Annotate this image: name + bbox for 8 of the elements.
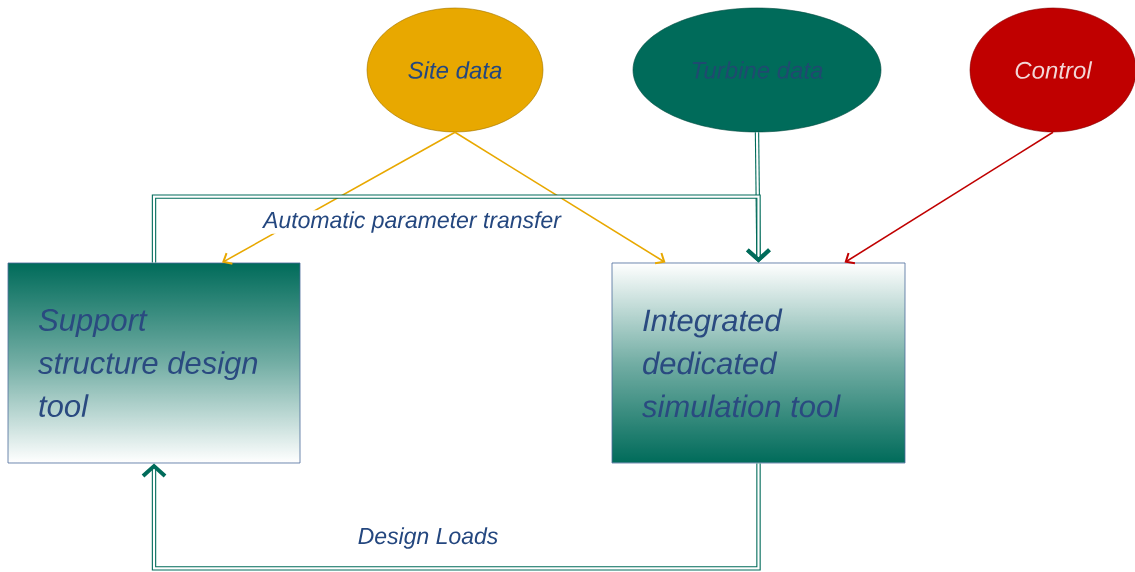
tool-box: Integrated dedicated simulation tool <box>611 262 906 464</box>
edge-label: Design Loads <box>356 526 500 550</box>
connector-arrow <box>844 131 1054 265</box>
edge-label: Automatic parameter transfer <box>261 210 562 234</box>
tool-box: Support structure design tool <box>7 262 301 464</box>
connector-arrow <box>141 463 761 571</box>
connector-arrow <box>454 131 666 265</box>
connector-arrow <box>151 194 771 263</box>
